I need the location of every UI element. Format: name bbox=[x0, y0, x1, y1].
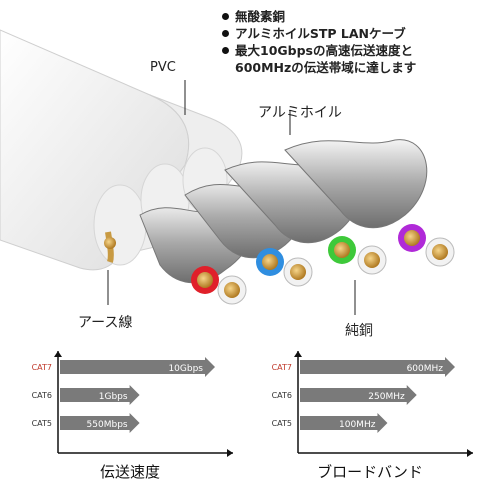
ground-wire bbox=[104, 231, 116, 263]
bar-cat5 bbox=[300, 413, 388, 433]
category-label: CAT6 bbox=[272, 391, 292, 400]
category-label: CAT6 bbox=[32, 391, 52, 400]
feature-text: 最大10Gbpsの高速伝送速度と 600MHzの伝送帯域に達します bbox=[235, 43, 417, 75]
conductor-pair-green bbox=[328, 236, 387, 275]
cable-illustration bbox=[0, 29, 455, 315]
feature-text: アルミホイルSTP LANケーブ bbox=[235, 26, 406, 41]
value-label: 10Gbps bbox=[168, 364, 203, 374]
shielded-pair-4 bbox=[284, 139, 428, 229]
bar-cat5 bbox=[60, 413, 140, 433]
feature-item: 最大10Gbpsの高速伝送速度と 600MHzの伝送帯域に達します bbox=[222, 42, 416, 76]
bullet-icon bbox=[222, 13, 229, 20]
ground-label: アース線 bbox=[78, 315, 133, 331]
value-label: 250MHz bbox=[368, 392, 405, 402]
category-label: CAT5 bbox=[272, 419, 292, 428]
conductor-pair-blue bbox=[256, 248, 313, 287]
chart-title: ブロードバンド bbox=[317, 463, 423, 481]
bullet-icon bbox=[222, 47, 229, 54]
feature-text: 無酸素銅 bbox=[235, 9, 286, 24]
bar-cat7 bbox=[60, 357, 215, 377]
conductor-pair-purple bbox=[398, 224, 455, 267]
foil-label: アルミホイル bbox=[258, 105, 342, 121]
category-label: CAT5 bbox=[32, 419, 52, 428]
x-axis-arrow bbox=[227, 449, 233, 457]
bar-cat6 bbox=[60, 385, 140, 405]
conductor-pair-red bbox=[191, 266, 247, 305]
callout-lines bbox=[107, 80, 356, 315]
feature-item: 無酸素銅 bbox=[222, 8, 416, 25]
bullet-icon bbox=[222, 30, 229, 37]
value-label: 600MHz bbox=[407, 364, 444, 374]
y-axis-arrow bbox=[54, 351, 62, 357]
feature-list: 無酸素銅 アルミホイルSTP LANケーブ 最大10Gbpsの高速伝送速度と 6… bbox=[222, 8, 416, 76]
y-axis-arrow bbox=[294, 351, 302, 357]
x-axis-arrow bbox=[467, 449, 473, 457]
value-label: 550Mbps bbox=[87, 420, 128, 430]
category-label: CAT7 bbox=[272, 363, 292, 372]
copper-label: 純銅 bbox=[345, 323, 373, 339]
bar-cat6 bbox=[300, 385, 417, 405]
chart-title: 伝送速度 bbox=[100, 463, 160, 481]
value-label: 1Gbps bbox=[99, 392, 128, 402]
category-label: CAT7 bbox=[32, 363, 52, 372]
value-label: 100MHz bbox=[339, 420, 376, 430]
pvc-label: PVC bbox=[150, 60, 176, 75]
bar-cat7 bbox=[300, 357, 455, 377]
feature-item: アルミホイルSTP LANケーブ bbox=[222, 25, 416, 42]
